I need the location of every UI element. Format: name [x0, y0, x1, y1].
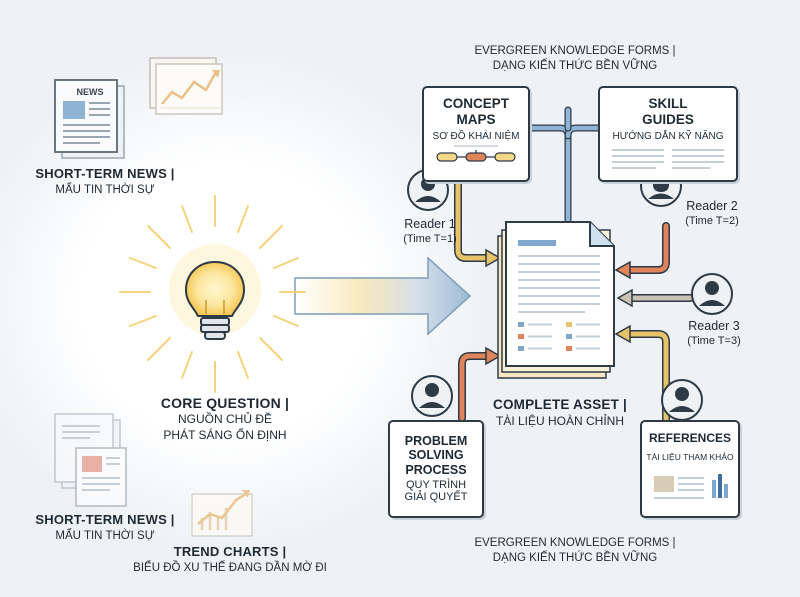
connector-blue-left: [524, 124, 572, 224]
news-top-title: SHORT-TERM NEWS |: [35, 166, 175, 181]
reference-document-icon: [654, 474, 728, 499]
header-label-line2: DẠNG KIẾN THỨC BỀN VỮNG: [492, 59, 658, 72]
reader3-avatar-icon: [691, 273, 733, 315]
concept-maps-title2: MAPS: [456, 111, 496, 127]
references-subtitle: TÀI LIỆU THAM KHẢO: [646, 451, 734, 462]
core-question-line3: PHÁT SÁNG ỔN ĐỊNH: [163, 427, 287, 442]
complete-asset-document-icon: [497, 221, 615, 379]
news-top-subtitle: MẨU TIN THỜI SỰ: [55, 183, 155, 196]
trend-chart-top-icon: [149, 57, 223, 115]
references-card: REFERENCES TÀI LIỆU THAM KHẢO: [640, 420, 740, 518]
skill-guides-card: SKILL GUIDES HƯỚNG DẪN KỸ NĂNG: [598, 86, 738, 182]
problem-reader-avatar-icon: [411, 375, 453, 417]
references-reader-avatar-icon: [661, 379, 703, 421]
news-top-label: SHORT-TERM NEWS | MẨU TIN THỜI SỰ: [20, 166, 190, 198]
footer-label-line2: DẠNG KIẾN THỨC BỀN VỮNG: [492, 551, 658, 564]
reader2-name: Reader 2: [686, 199, 738, 213]
reader3-label: Reader 3 (Time T=3): [674, 318, 754, 349]
trend-chart-bottom-icon: [191, 490, 253, 537]
concept-map-icon: [436, 145, 516, 162]
text-lines-icon: [612, 149, 724, 169]
skill-guides-title2: GUIDES: [642, 111, 694, 127]
reader1-name: Reader 1: [404, 217, 456, 231]
news-bottom-label: SHORT-TERM NEWS | MẨU TIN THỜI SỰ: [15, 512, 195, 544]
light-rays: [119, 195, 306, 393]
skill-guides-subtitle: HƯỚNG DẪN KỸ NĂNG: [612, 131, 724, 143]
references-title: REFERENCES: [648, 431, 731, 445]
trend-charts-label: TREND CHARTS | BIỂU ĐỒ XU THẾ ĐANG DẦN M…: [110, 544, 350, 576]
header-label-line1: EVERGREEN KNOWLEDGE FORMS |: [474, 45, 676, 57]
problem-solving-sub1: QUY TRÌNH: [405, 479, 467, 492]
core-question-line2: NGUỒN CHỦ ĐỀ: [177, 412, 272, 427]
complete-asset-label: COMPLETE ASSET | TÀI LIỆU HOÀN CHỈNH: [470, 396, 650, 429]
beam-arrow: [294, 256, 472, 336]
skill-guides-title1: SKILL: [648, 96, 688, 111]
problem-solving-title2: SOLVING: [408, 448, 464, 463]
newspaper-bottom-icon: [54, 413, 127, 507]
concept-maps-subtitle: SƠ ĐỒ KHÁI NIỆM: [432, 131, 520, 143]
problem-solving-sub2: GIẢI QUYẾT: [404, 491, 468, 504]
problem-solving-card: PROBLEM SOLVING PROCESS QUY TRÌNH GIẢI Q…: [388, 420, 484, 518]
reader2-label: Reader 2 (Time T=2): [674, 198, 750, 229]
reader1-label: Reader 1 (Time T=1): [392, 216, 468, 247]
reader1-time: (Time T=1): [403, 233, 457, 246]
trend-charts-title: TREND CHARTS |: [173, 544, 287, 559]
problem-solving-title3: PROCESS: [405, 462, 467, 477]
footer-label: EVERGREEN KNOWLEDGE FORMS | DẠNG KIẾN TH…: [430, 536, 720, 566]
news-bottom-title: SHORT-TERM NEWS |: [35, 512, 175, 527]
footer-label-line1: EVERGREEN KNOWLEDGE FORMS |: [474, 537, 676, 549]
problem-solving-title1: PROBLEM: [404, 434, 468, 448]
core-question-label: CORE QUESTION | NGUỒN CHỦ ĐỀ PHÁT SÁNG Ổ…: [115, 394, 335, 443]
reader2-time: (Time T=2): [685, 215, 739, 228]
header-label: EVERGREEN KNOWLEDGE FORMS | DẠNG KIẾN TH…: [430, 44, 720, 74]
news-bottom-subtitle: MẨU TIN THỜI SỰ: [55, 529, 155, 542]
concept-maps-card: CONCEPT MAPS SƠ ĐỒ KHÁI NIỆM: [422, 86, 530, 182]
complete-asset-title: COMPLETE ASSET |: [493, 397, 627, 412]
core-question-title: CORE QUESTION |: [160, 395, 290, 411]
reader3-name: Reader 3: [688, 319, 740, 333]
lightbulb-icon: [169, 244, 261, 340]
trend-charts-subtitle: BIỂU ĐỒ XU THẾ ĐANG DẦN MỜ ĐI: [133, 561, 327, 574]
news-badge: NEWS: [76, 87, 104, 97]
newspaper-top-icon: [54, 79, 125, 159]
concept-maps-title1: CONCEPT: [442, 96, 509, 111]
reader2-arrow: [624, 222, 670, 274]
reader3-time: (Time T=3): [687, 335, 741, 348]
complete-asset-subtitle: TÀI LIỆU HOÀN CHỈNH: [495, 413, 624, 428]
